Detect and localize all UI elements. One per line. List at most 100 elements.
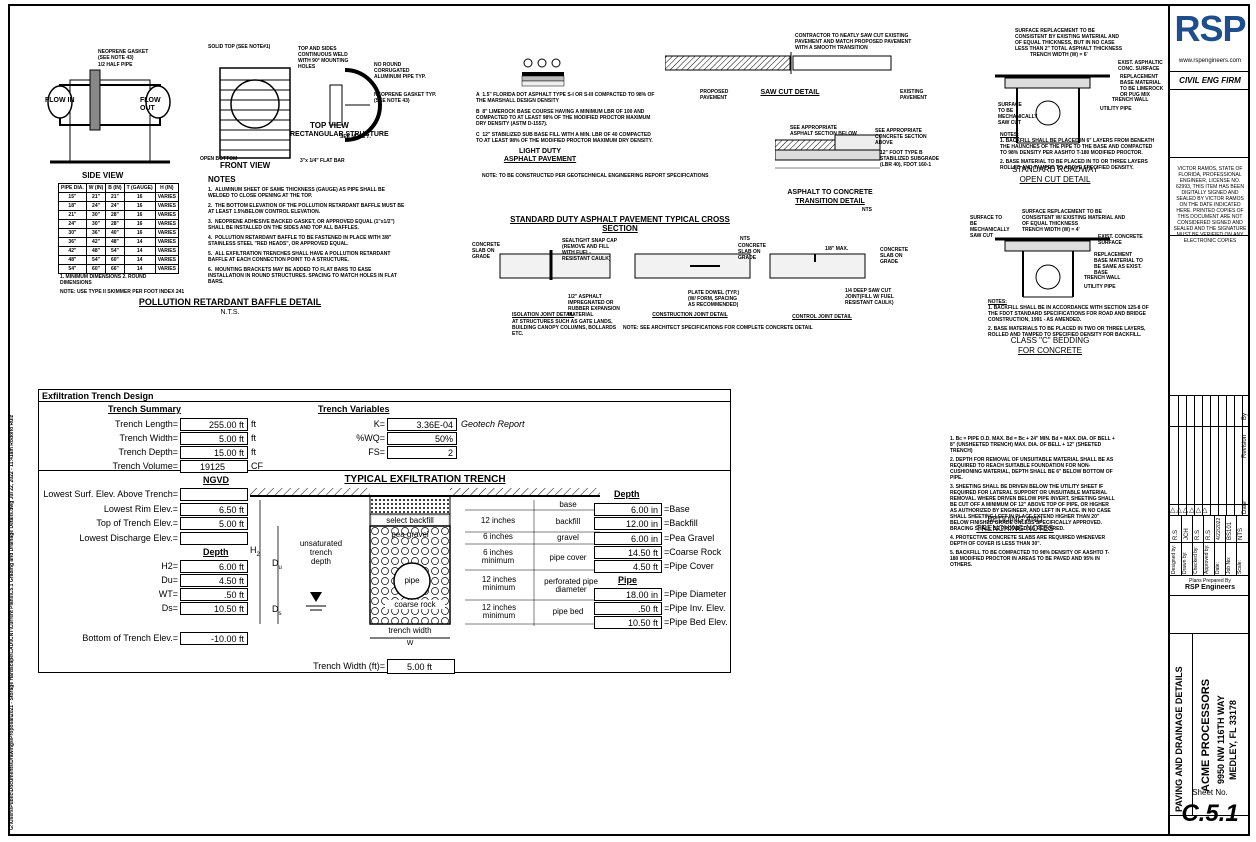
revision-header-by: By [1242, 412, 1248, 420]
summary-label: Trench Width= [119, 433, 178, 443]
joint-callout: 1/2" ASPHALT IMPREGNATED OR RUBBER EXPAN… [568, 294, 620, 318]
ngvd-label: Lowest Discharge Elev.= [79, 533, 178, 543]
ngvd-label: Lowest Surf. Elev. Above Trench= [43, 489, 178, 499]
list-item: 1. BACKFILL SHALL BE IN ACCORDANCE WITH … [988, 305, 1149, 323]
baffle-note: NEOPRENE ADHESIVE BACKED GASKET, OR APPR… [208, 219, 395, 231]
joint-callout: CONCRETE SLAB ON GRADE [472, 242, 501, 260]
layer-thickness: 6 inches [483, 532, 513, 541]
list-item: 4. PROTECTIVE CONCRETE SLABS ARE REQUIRE… [950, 535, 1106, 547]
table-cell: 48" [105, 237, 125, 247]
ds-subscript: s [278, 610, 282, 617]
list-item: 2. DEPTH FOR REMOVAL OF UNSUITABLE MATER… [950, 457, 1114, 481]
bottom-elev-value[interactable]: -10.00 ft [180, 632, 248, 645]
variable-label: %WQ= [356, 433, 385, 443]
table-header: PIPE DIA. [58, 183, 87, 193]
trench-length-value[interactable]: 255.00 ft [180, 418, 248, 431]
fs-value[interactable]: 2 [387, 446, 457, 459]
exfiltration-trench-panel: Exfiltration Trench Design [38, 389, 731, 673]
layer-name: backfill [555, 517, 581, 526]
pipe-label: =Pipe Inv. Elev. [664, 603, 726, 613]
table-cell: 48" [85, 246, 107, 256]
saw-cut-drawing [665, 52, 892, 74]
table-cell: 15" [58, 192, 87, 202]
table-cell: 16 [123, 192, 156, 202]
bedding-notes: 1. Bc = PIPE O.D. MAX. Bd = Bc + 24" MIN… [950, 436, 1115, 568]
label-flow-out: FLOW OUT [140, 97, 161, 112]
wt-value[interactable]: .50 ft [180, 588, 248, 601]
baffle-note: ALL EXFILTRATION TRENCHES SHALL HAVE A P… [208, 251, 391, 263]
bedding-note: PROTECTIVE CONCRETE SLABS ARE REQUIRED W… [950, 535, 1106, 547]
baffle-note: ALUMINUM SHEET OF SAME THICKNESS (GAUGE)… [208, 187, 385, 199]
pea-gravel-depth-value[interactable]: 6.00 in [594, 532, 662, 545]
list-item: 3. SHEETING SHALL BE DRIVEN BELOW THE UT… [950, 484, 1115, 532]
baffle-detail-title: POLLUTION RETARDANT BAFFLE DETAIL [138, 297, 322, 307]
pea-gravel-label: pea gravel [391, 530, 429, 539]
layer-name: perforated pipe diameter [544, 577, 598, 594]
table-header: W (IN) [85, 183, 107, 193]
seal-statement: VICTOR RAMOS, STATE OF FLORIDA, PROFESSI… [1170, 158, 1250, 244]
base-depth-value[interactable]: 6.00 in [594, 503, 662, 516]
table-cell: 30" [85, 219, 107, 229]
label-flow-in: FLOW IN [45, 97, 75, 104]
table-cell: 60" [105, 255, 125, 265]
depth-label: Du= [161, 575, 178, 585]
h2-value[interactable]: 6.00 ft [180, 560, 248, 573]
class-c-drawing [995, 237, 1110, 298]
layer-thickness: 12 inches [480, 516, 516, 525]
trench-width-value[interactable]: 5.00 ft [180, 432, 248, 445]
du-value[interactable]: 4.50 ft [180, 574, 248, 587]
k-value[interactable]: 3.36E-04 [387, 418, 457, 431]
du-symbol: Du [272, 558, 282, 571]
table-cell: 30" [85, 210, 107, 220]
drawing-sheet [8, 4, 1250, 836]
callout-note-7: SEE NOTE 7. [340, 134, 371, 140]
table-cell: 66" [105, 264, 125, 274]
lowest-surface-value[interactable] [180, 488, 248, 501]
prepared-by: RSP Engineers [1184, 584, 1236, 591]
summary-unit: ft [251, 447, 257, 457]
trench-width-footer-value[interactable]: 5.00 ft [387, 659, 455, 674]
list-item: 1. BACKFILL SHALL BE PLACED IN 6" LAYERS… [1000, 138, 1155, 156]
ds-value[interactable]: 10.50 ft [180, 602, 248, 615]
class-c-notes-title: NOTES: [988, 299, 1007, 305]
backfill-depth-value[interactable]: 12.00 in [594, 517, 662, 530]
callout-neoprene: NEOPRENE GASKET TYP. (SEE NOTE 43) [374, 92, 437, 104]
du-letter: D [272, 558, 279, 568]
trench-volume-value[interactable]: 19125 [180, 460, 248, 473]
transition-title-2: TRANSITION DETAIL [795, 198, 865, 205]
trench-variables-header: Trench Variables [318, 404, 390, 414]
baffle-notes-list: 1. ALUMINUM SHEET OF SAME THICKNESS (GAU… [208, 187, 408, 289]
transition-callout: SEE APPROPRIATE CONCRETE SECTION ABOVE [875, 128, 927, 146]
pipe-diameter-value[interactable]: 18.00 in [594, 588, 662, 601]
class-c-callout: SURFACE TO BE MECHANICALLY SAW CUT [970, 215, 1010, 239]
project-title-cell: PAVING AND DRAINAGE DETAILS ACME PROCESS… [1170, 634, 1250, 816]
firm-url[interactable]: www.rspengineers.com [1178, 58, 1242, 64]
sheet-number: C.5.1 [1181, 800, 1239, 827]
trench-width-footer-label: Trench Width (ft)= [313, 661, 385, 671]
top-of-trench-value[interactable]: 5.00 ft [180, 517, 248, 530]
light-duty-note: NOTE: TO BE CONSTRUCTED PER GEOTECHNICAL… [482, 173, 709, 179]
trench-depth-value[interactable]: 15.00 ft [180, 446, 248, 459]
coarse-rock-depth-value[interactable]: 14.50 ft [594, 546, 662, 559]
list-item: 5. ALL EXFILTRATION TRENCHES SHALL HAVE … [208, 251, 391, 263]
trench-diagram-title: TYPICAL EXFILTRATION TRENCH [344, 474, 506, 485]
table-cell: 16 [123, 201, 156, 211]
top-view-title: TOP VIEW [310, 121, 349, 130]
pipe-label: =Pipe Bed Elev. [664, 617, 728, 627]
revision-marks: △△△△△△ [1170, 506, 1250, 514]
table-cell: VARIES [154, 255, 179, 265]
table-cell: VARIES [154, 246, 179, 256]
table-header: T (GAUGE) [123, 183, 156, 193]
pipe-bed-value[interactable]: 10.50 ft [594, 616, 662, 629]
table-cell: 28" [105, 210, 125, 220]
summary-unit: ft [251, 419, 257, 429]
pipe-invert-value[interactable]: .50 ft [594, 602, 662, 615]
wq-value[interactable]: 50% [387, 432, 457, 445]
transition-callout: SEE APPROPRIATE ASPHALT SECTION BELOW [790, 125, 857, 137]
pipe-cover-depth-value[interactable]: 4.50 ft [594, 560, 662, 573]
lowest-discharge-value[interactable] [180, 532, 248, 545]
lowest-rim-value[interactable]: 6.50 ft [180, 503, 248, 516]
pipe-label: pipe [404, 576, 420, 585]
